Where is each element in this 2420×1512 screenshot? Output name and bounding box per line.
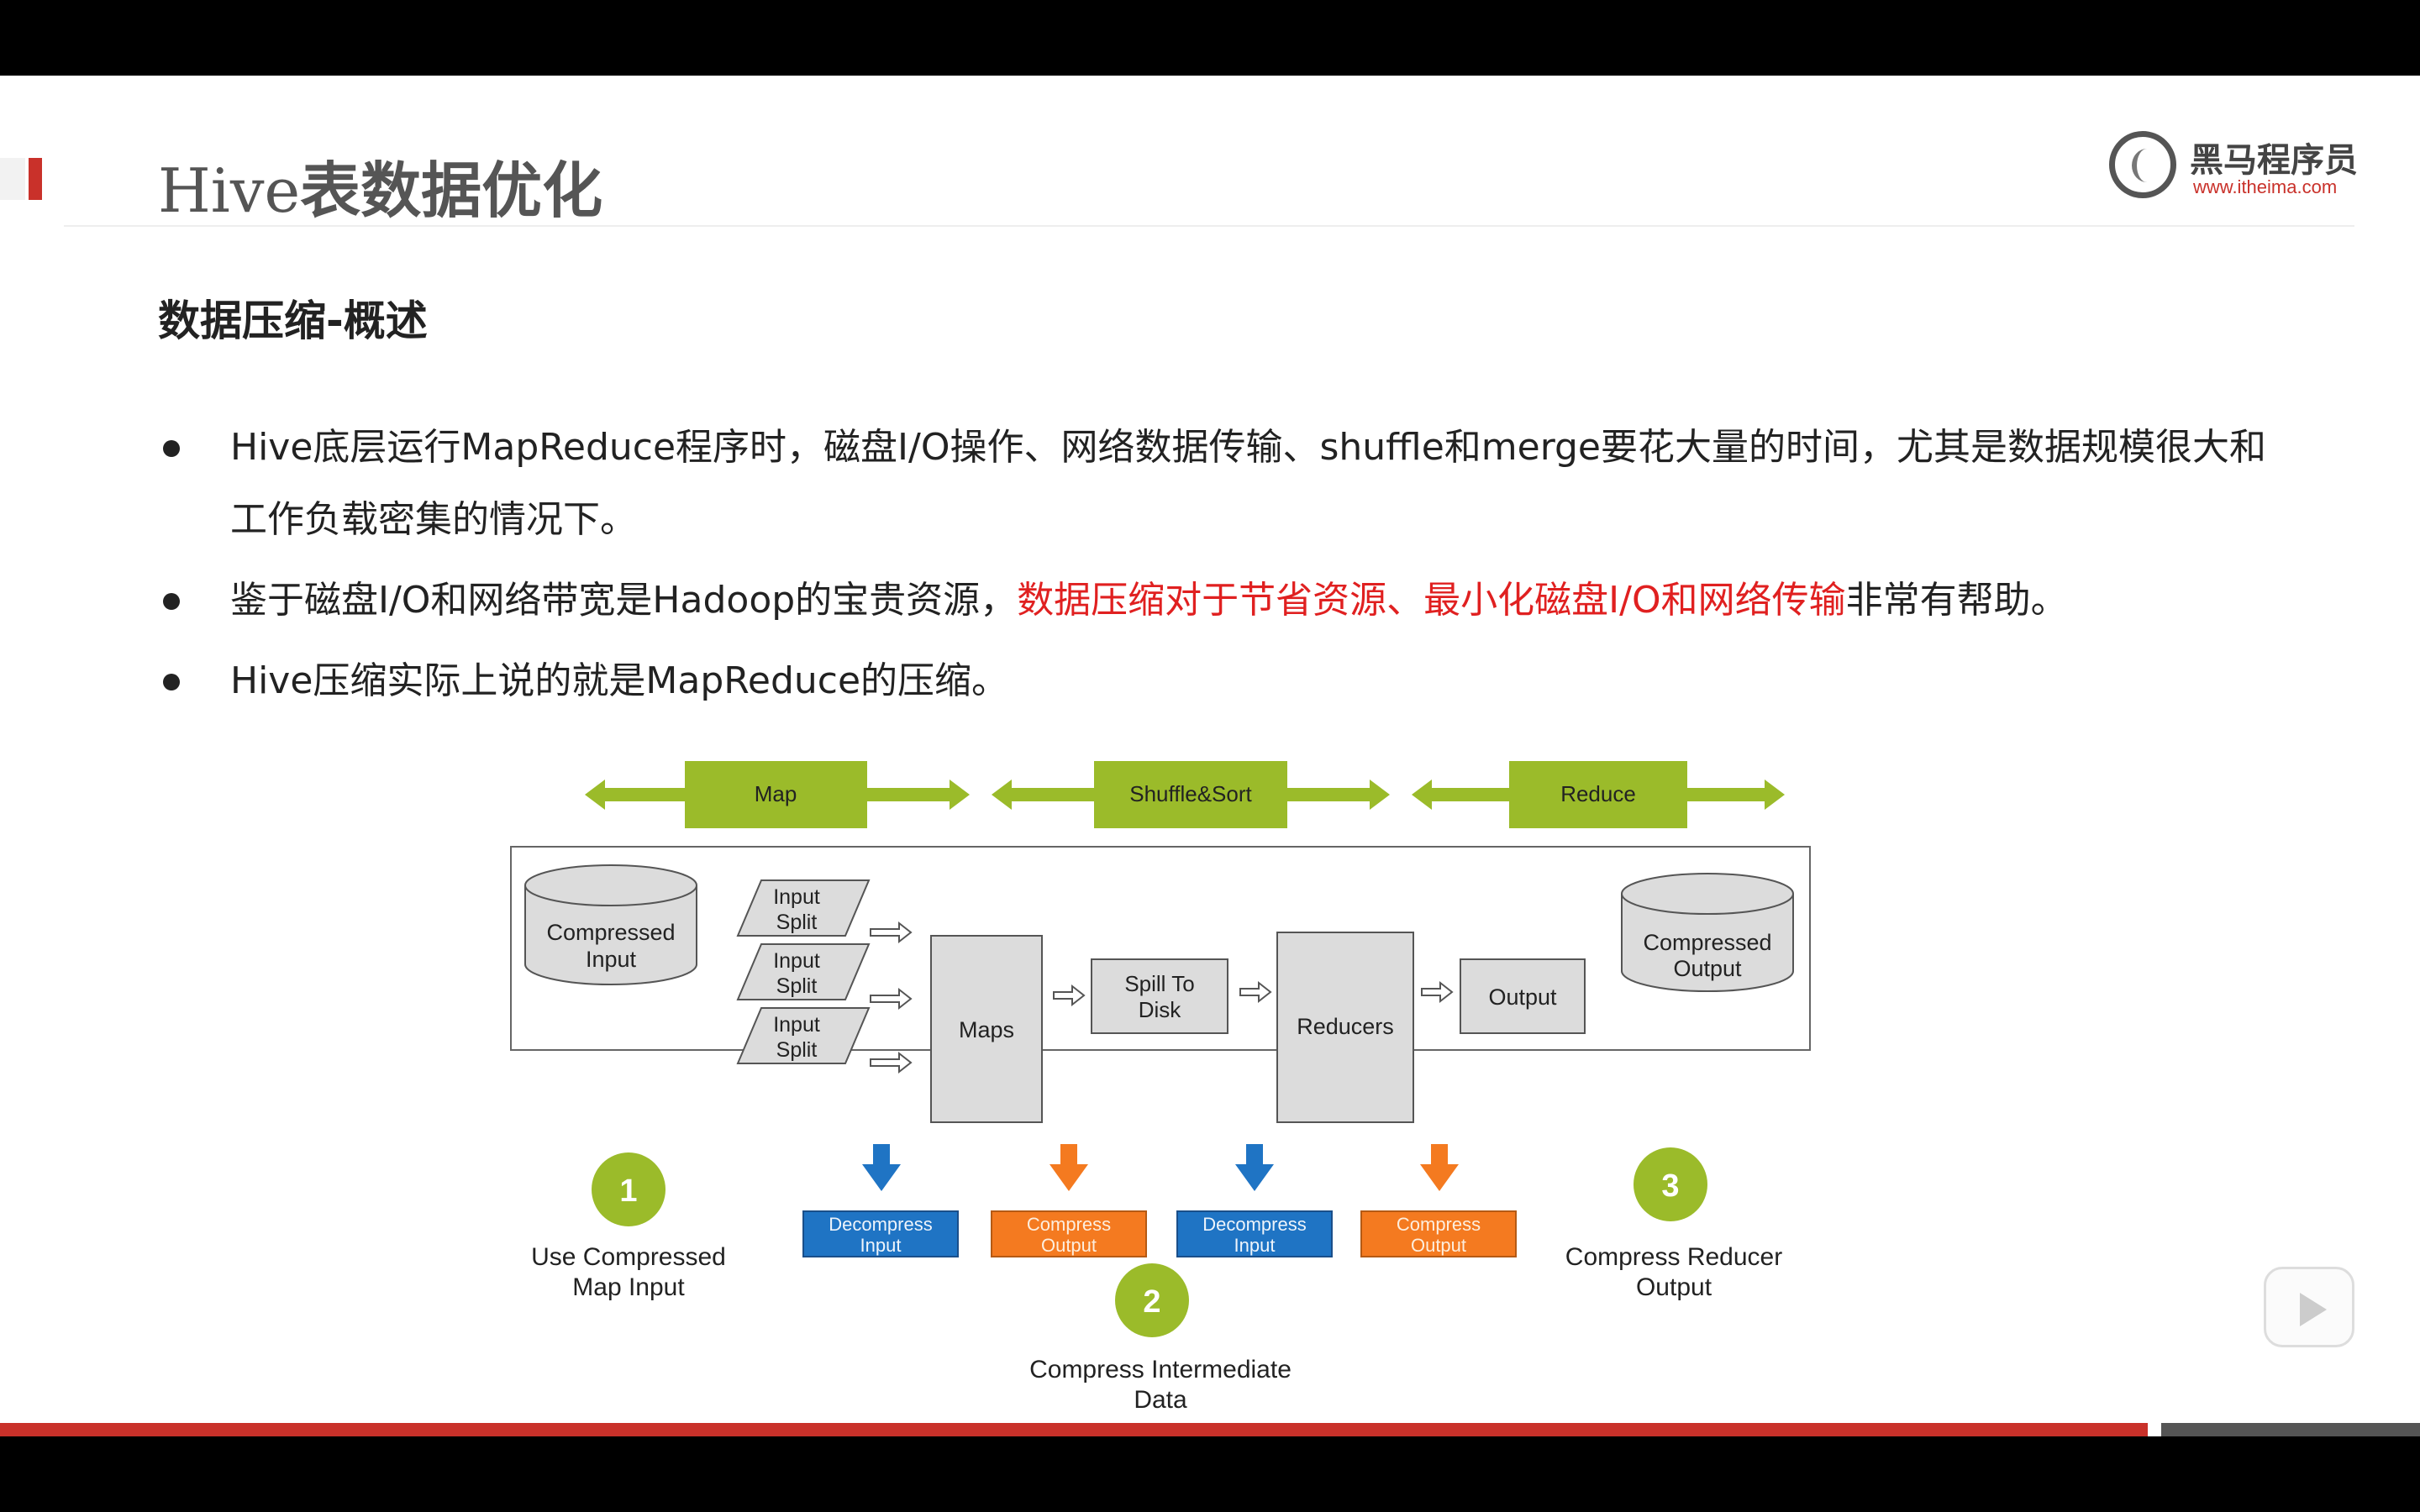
bullet-item: Hive底层运行MapReduce程序时，磁盘I/O操作、网络数据传输、shuf… — [158, 412, 2275, 556]
title-divider — [64, 225, 2354, 227]
decompress-input-box: Decompress Input — [802, 1210, 959, 1257]
bullet-text-highlight: 数据压缩对于节省资源、最小化磁盘I/O和网络传输 — [1017, 579, 1846, 622]
svg-text:Compress Reducer: Compress Reducer — [1565, 1243, 1782, 1271]
bullet-dot-icon — [163, 593, 180, 610]
phase-map: Map — [585, 761, 970, 828]
svg-text:Input: Input — [773, 949, 820, 973]
svg-text:3: 3 — [1661, 1168, 1679, 1204]
footer-dark-bar — [2161, 1423, 2420, 1436]
svg-text:Use Compressed: Use Compressed — [531, 1243, 726, 1271]
logo-url: www.itheima.com — [2193, 176, 2338, 197]
svg-text:Output: Output — [1041, 1235, 1097, 1256]
svg-text:Compress: Compress — [1027, 1214, 1111, 1235]
phase-shuffle-sort: Shuffle&Sort — [992, 761, 1390, 828]
reducers-label: Reducers — [1297, 1014, 1394, 1039]
svg-text:Output: Output — [1636, 1273, 1712, 1301]
step-3: 3 Compress Reducer Output — [1565, 1147, 1782, 1301]
svg-text:Input: Input — [586, 947, 637, 972]
bullet-text-pre: 鉴于磁盘I/O和网络带宽是Hadoop的宝贵资源， — [230, 579, 1018, 622]
bullet-item: 鉴于磁盘I/O和网络带宽是Hadoop的宝贵资源，数据压缩对于节省资源、最小化磁… — [158, 564, 2275, 637]
play-button[interactable] — [2264, 1267, 2354, 1347]
maps-box — [930, 935, 1043, 1123]
svg-text:2: 2 — [1143, 1284, 1160, 1320]
bullet-dot-icon — [163, 674, 180, 690]
input-split: Input Split — [736, 1007, 871, 1064]
svg-text:Split: Split — [776, 1038, 818, 1062]
step-1: 1 Use Compressed Map Input — [531, 1152, 726, 1301]
play-icon — [2300, 1293, 2327, 1326]
brand-logo: 黑马程序员 www.itheima.com — [2109, 126, 2378, 210]
title-prefix: Hive — [158, 155, 301, 226]
svg-text:Compressed: Compressed — [546, 920, 675, 945]
compress-output-box: Compress Output — [1360, 1210, 1517, 1257]
output-label: Output — [1488, 984, 1557, 1010]
svg-text:Compress Intermediate: Compress Intermediate — [1029, 1356, 1292, 1383]
title-red-bar — [29, 158, 42, 200]
decompress-input-box: Decompress Input — [1176, 1210, 1333, 1257]
svg-text:Output: Output — [1411, 1235, 1466, 1256]
compress-output-box: Compress Output — [991, 1210, 1147, 1257]
phase-reduce: Reduce — [1412, 761, 1785, 828]
svg-text:Decompress: Decompress — [1202, 1214, 1306, 1235]
output-box — [1460, 958, 1586, 1034]
svg-text:Output: Output — [1673, 956, 1742, 981]
compressed-output-cylinder: Compressed Output — [1621, 873, 1794, 992]
bullet-list: Hive底层运行MapReduce程序时，磁盘I/O操作、网络数据传输、shuf… — [158, 412, 2275, 726]
horse-logo-icon — [2109, 131, 2176, 198]
bullet-text: Hive底层运行MapReduce程序时，磁盘I/O操作、网络数据传输、shuf… — [230, 426, 2267, 541]
maps-label: Maps — [959, 1017, 1014, 1042]
svg-text:Input: Input — [860, 1235, 902, 1256]
svg-text:Input: Input — [1234, 1235, 1276, 1256]
flow-arrow-icons — [870, 921, 1454, 1074]
title-cn: 表数据优化 — [300, 155, 603, 226]
reducers-box — [1276, 932, 1414, 1123]
svg-text:Input: Input — [773, 1013, 820, 1037]
title-accent-bar — [0, 158, 25, 200]
svg-text:Decompress: Decompress — [829, 1214, 932, 1235]
svg-text:Compress: Compress — [1397, 1214, 1481, 1235]
svg-text:Data: Data — [1134, 1386, 1187, 1414]
bullet-dot-icon — [163, 440, 180, 457]
phase-label: Map — [755, 781, 797, 806]
compressed-input-cylinder: Compressed Input — [524, 864, 697, 985]
input-split: Input Split — [736, 879, 871, 937]
svg-text:Disk: Disk — [1139, 997, 1182, 1022]
svg-text:1: 1 — [619, 1173, 637, 1209]
svg-text:Input: Input — [773, 885, 820, 909]
slide: Hive表数据优化 黑马程序员 www.itheima.com 数据压缩-概述 … — [0, 76, 2420, 1436]
step-2: 2 Compress Intermediate Data — [1029, 1263, 1292, 1414]
phase-label: Shuffle&Sort — [1129, 781, 1252, 806]
footer-red-bar — [0, 1423, 2148, 1436]
down-arrow-icons — [862, 1144, 1459, 1191]
bullet-text: Hive压缩实际上说的就是MapReduce的压缩。 — [230, 659, 1009, 702]
svg-text:Split: Split — [776, 974, 818, 998]
bullet-item: Hive压缩实际上说的就是MapReduce的压缩。 — [158, 645, 2275, 717]
phase-label: Reduce — [1560, 781, 1636, 806]
mapreduce-compression-diagram: Map Shuffle&Sort Reduce Compressed Input… — [510, 761, 1811, 1414]
svg-text:Map Input: Map Input — [572, 1273, 685, 1301]
svg-text:Split: Split — [776, 911, 818, 934]
input-split: Input Split — [736, 943, 871, 1000]
slide-title: Hive表数据优化 — [158, 141, 602, 229]
spill-to-disk-box — [1091, 958, 1228, 1034]
bullet-text-post: 非常有帮助。 — [1845, 579, 2068, 622]
svg-text:Compressed: Compressed — [1643, 930, 1771, 955]
logo-text: 黑马程序员 — [2190, 141, 2358, 180]
section-heading: 数据压缩-概述 — [158, 297, 428, 345]
svg-text:Spill To: Spill To — [1124, 971, 1194, 996]
